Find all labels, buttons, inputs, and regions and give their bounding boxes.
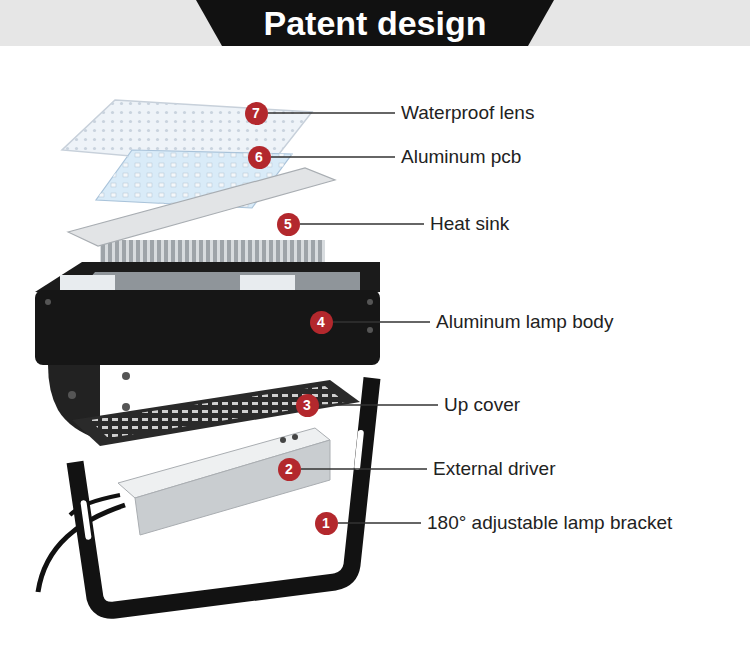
callout-circle: 3 — [296, 394, 319, 417]
leader-line — [333, 321, 430, 322]
part-name: Aluminum lamp body — [436, 310, 613, 334]
leader-line — [301, 468, 427, 469]
pivot-screw — [68, 391, 76, 399]
callout-number: 6 — [255, 149, 263, 165]
header-band — [0, 0, 750, 46]
pcb-module — [60, 275, 115, 290]
callout-circle: 5 — [277, 213, 300, 236]
part-name: Aluminum pcb — [401, 145, 521, 169]
screw — [367, 299, 373, 305]
bracket-slot — [250, 568, 300, 581]
part-name: 180° adjustable lamp bracket — [427, 511, 672, 535]
driver-port — [280, 437, 286, 443]
bracket-slot — [354, 430, 364, 470]
part-name: Up cover — [444, 393, 520, 417]
bracket-slot — [80, 500, 92, 540]
callout-number: 5 — [284, 216, 292, 232]
screw — [122, 372, 130, 380]
driver-port — [292, 434, 298, 440]
leader-line — [319, 404, 438, 405]
part-name: Heat sink — [430, 212, 509, 236]
leader-line — [338, 522, 421, 523]
lamp-body-front — [35, 290, 380, 365]
bracket-hole — [212, 579, 219, 586]
lamp-bracket — [75, 378, 372, 610]
driver-front — [135, 440, 330, 535]
heat-sink-plate — [68, 168, 335, 246]
callout-number: 1 — [322, 515, 330, 531]
leader-line — [271, 156, 395, 157]
leader-line — [300, 223, 424, 224]
screw — [45, 299, 51, 305]
callout-number: 3 — [303, 397, 311, 413]
lamp-body-top — [35, 262, 380, 292]
lamp-body-opening — [80, 272, 360, 290]
screw — [367, 327, 373, 333]
callout-number: 2 — [285, 461, 293, 477]
screw — [122, 403, 130, 411]
callout-number: 4 — [317, 314, 325, 330]
pcb-module — [240, 275, 295, 290]
leader-lines — [268, 113, 438, 523]
page-title: Patent design — [264, 3, 487, 43]
callout-circle: 1 — [315, 512, 338, 535]
part-name: External driver — [433, 457, 556, 481]
callout-circle: 7 — [245, 102, 268, 125]
title-banner — [196, 0, 554, 46]
callout-circle: 2 — [278, 458, 301, 481]
bracket-slot — [130, 583, 180, 596]
callout-number: 7 — [252, 105, 260, 121]
part-name: Waterproof lens — [401, 101, 534, 125]
callout-circle: 4 — [310, 311, 333, 334]
leader-line — [268, 112, 395, 113]
callout-circle: 6 — [248, 146, 271, 169]
